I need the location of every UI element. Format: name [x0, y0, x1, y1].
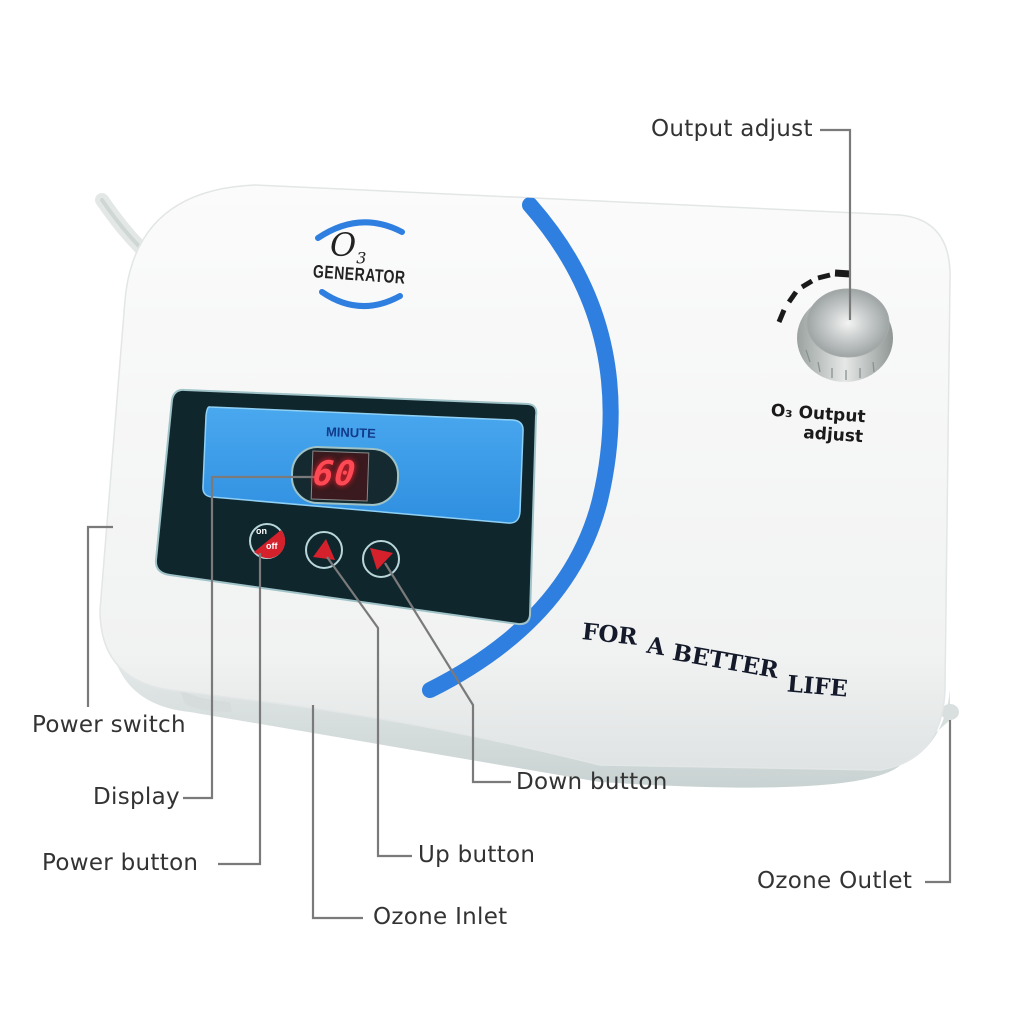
- callout-ozone-outlet: Ozone Outlet: [757, 868, 913, 894]
- slogan-word-1: FOR: [580, 618, 639, 651]
- timer-readout: 60: [310, 454, 359, 494]
- knob-label: O₃ Output adjust: [769, 401, 866, 448]
- power-button-on-label[interactable]: on: [256, 526, 267, 536]
- callout-down-button: Down button: [516, 769, 668, 795]
- slogan-word-4: LIFE: [785, 670, 849, 703]
- logo-swoosh-top: [315, 219, 405, 241]
- up-button[interactable]: [306, 532, 342, 568]
- logo-o3: O3: [330, 226, 367, 268]
- output-adjust-knob: [797, 288, 893, 382]
- power-button-graphic: [249, 523, 286, 559]
- device-base-edge: [110, 640, 950, 788]
- down-button-graphic: [362, 540, 400, 578]
- ozone-outlet-port: [941, 704, 959, 720]
- callout-power-button: Power button: [42, 850, 199, 876]
- callout-power-switch: Power switch: [32, 712, 186, 738]
- led-screen: [310, 450, 370, 502]
- output-adjust-dial[interactable]: [797, 294, 893, 382]
- power-button-off-label[interactable]: off: [266, 541, 278, 551]
- callout-up-button: Up button: [418, 842, 536, 868]
- display-caption: MINUTE: [325, 424, 377, 441]
- power-button[interactable]: [250, 524, 284, 558]
- callout-display: Display: [93, 784, 180, 810]
- callout-ozone-inlet: Ozone Inlet: [373, 904, 508, 930]
- ozone-inlet-port: [180, 690, 232, 712]
- callout-leaders: [86, 128, 952, 920]
- knob-scale-icon: [776, 269, 851, 323]
- blue-arc-decoration: [422, 197, 619, 698]
- logo-swoosh-bottom: [319, 289, 403, 309]
- up-button-graphic: [305, 531, 343, 569]
- down-button[interactable]: [363, 541, 399, 577]
- callout-output-adjust: Output adjust: [651, 116, 813, 142]
